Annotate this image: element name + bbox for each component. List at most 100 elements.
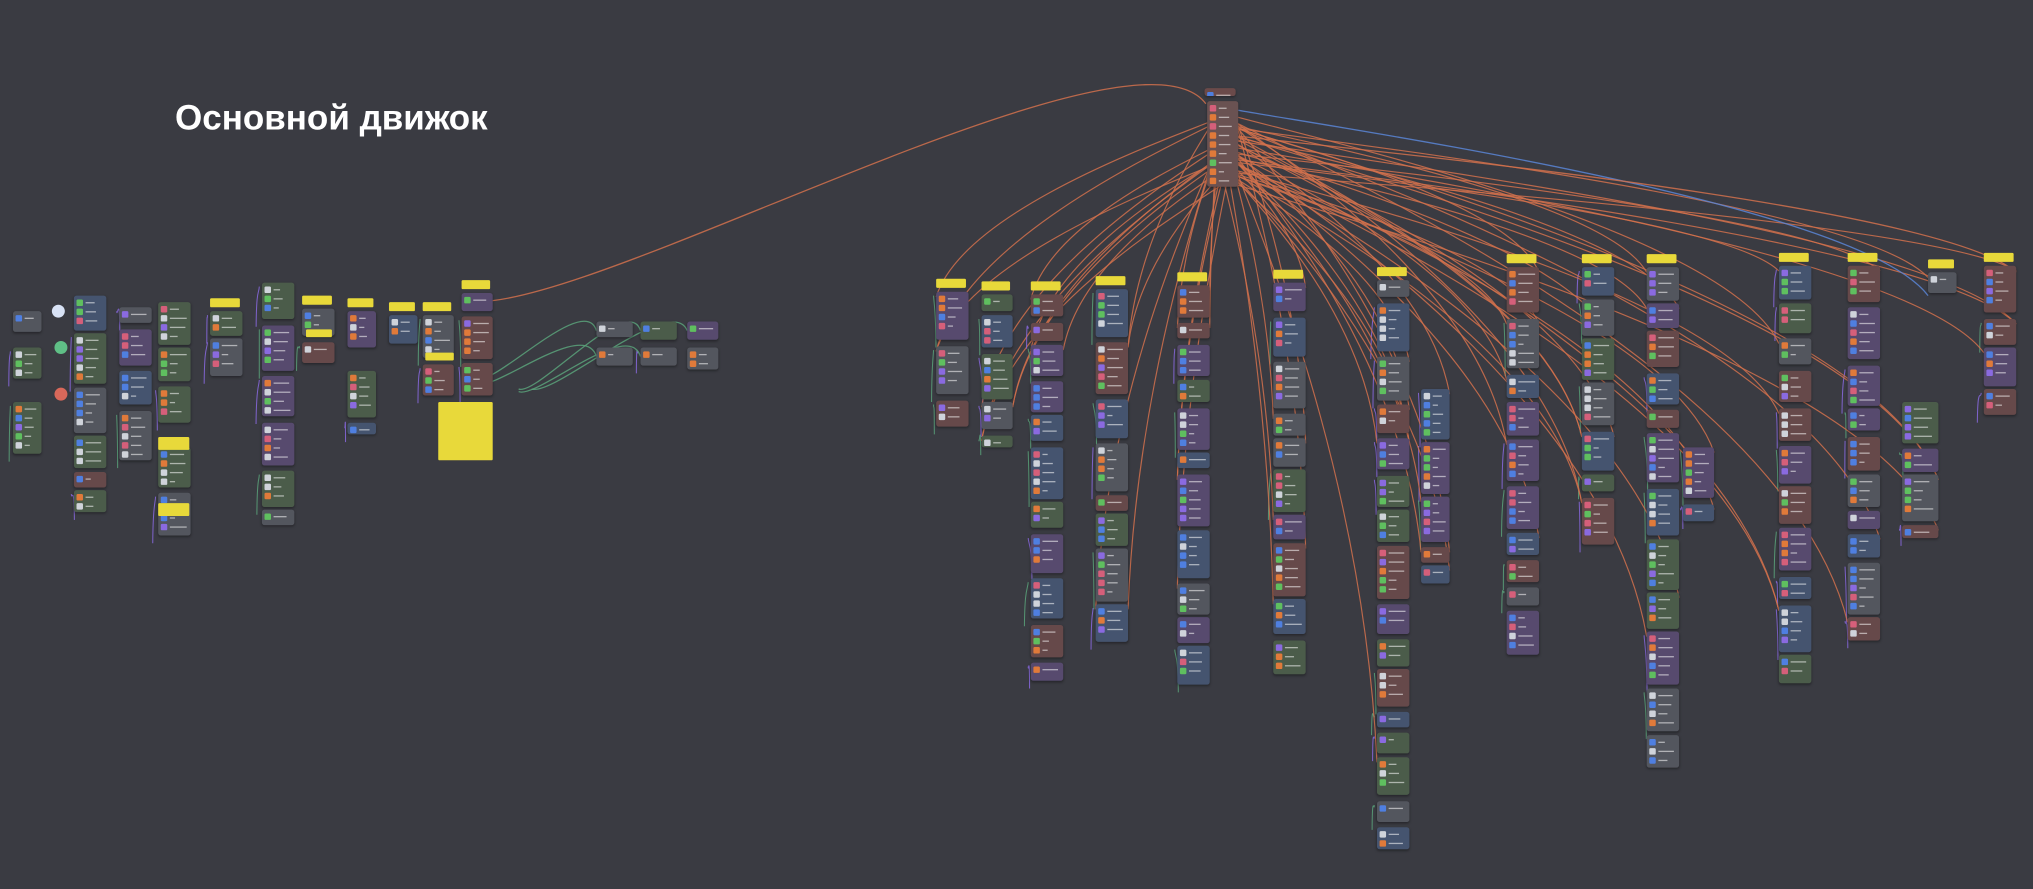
graph-node[interactable] <box>1847 436 1881 471</box>
sticky-note[interactable] <box>425 352 454 361</box>
graph-node[interactable] <box>261 509 295 526</box>
sticky-note[interactable] <box>1847 252 1878 262</box>
graph-node[interactable] <box>1273 640 1306 675</box>
graph-node[interactable] <box>1983 318 2017 345</box>
graph-node[interactable] <box>1506 560 1540 583</box>
reroute-node[interactable] <box>54 387 68 401</box>
graph-node[interactable] <box>1902 474 1939 522</box>
graph-node[interactable] <box>119 329 152 366</box>
graph-node[interactable] <box>1177 322 1210 339</box>
graph-node[interactable] <box>1646 330 1680 367</box>
graph-node[interactable] <box>119 411 152 461</box>
graph-node[interactable] <box>119 307 152 323</box>
sticky-note[interactable] <box>305 329 332 338</box>
graph-node[interactable] <box>981 294 1013 312</box>
graph-node[interactable] <box>1646 409 1680 428</box>
graph-node[interactable] <box>1421 388 1450 440</box>
reroute-node[interactable] <box>54 341 68 354</box>
graph-node[interactable] <box>73 387 107 434</box>
graph-node[interactable] <box>1581 474 1615 492</box>
graph-node[interactable] <box>1928 272 1957 294</box>
graph-node[interactable] <box>1207 101 1239 187</box>
sticky-note[interactable] <box>1928 259 1954 269</box>
graph-node[interactable] <box>1778 408 1812 441</box>
graph-node[interactable] <box>1506 439 1540 482</box>
graph-node[interactable] <box>1421 547 1450 563</box>
graph-node[interactable] <box>73 295 107 331</box>
graph-node[interactable] <box>1421 442 1450 495</box>
graph-node[interactable] <box>1030 381 1064 413</box>
graph-node[interactable] <box>1421 496 1450 542</box>
graph-node[interactable] <box>1847 307 1881 360</box>
graph-node[interactable] <box>1646 631 1680 685</box>
graph-node[interactable] <box>1983 347 2017 387</box>
graph-node[interactable] <box>1095 342 1129 395</box>
graph-node[interactable] <box>1778 576 1812 600</box>
graph-node[interactable] <box>1177 530 1210 579</box>
graph-node[interactable] <box>1273 438 1306 467</box>
graph-node[interactable] <box>1030 624 1064 658</box>
graph-node[interactable] <box>1030 344 1064 377</box>
graph-node[interactable] <box>1030 414 1064 441</box>
graph-node[interactable] <box>1177 408 1210 450</box>
graph-node[interactable] <box>1581 431 1615 471</box>
graph-node[interactable] <box>1646 267 1680 301</box>
graph-node[interactable] <box>12 311 42 332</box>
graph-node[interactable] <box>261 376 295 417</box>
graph-node[interactable] <box>1847 474 1881 507</box>
graph-node[interactable] <box>1376 404 1410 434</box>
graph-node[interactable] <box>1177 452 1210 469</box>
graph-node[interactable] <box>73 490 107 513</box>
graph-node[interactable] <box>422 315 454 358</box>
graph-node[interactable] <box>1376 509 1410 542</box>
graph-node[interactable] <box>1177 285 1210 318</box>
graph-node[interactable] <box>1273 469 1306 513</box>
graph-node[interactable] <box>981 353 1013 400</box>
graph-node[interactable] <box>1506 532 1540 555</box>
sticky-note[interactable] <box>1646 254 1677 264</box>
graph-node[interactable] <box>1506 318 1540 369</box>
graph-node[interactable] <box>73 333 107 384</box>
sticky-note[interactable] <box>158 503 190 517</box>
graph-node[interactable] <box>261 470 295 507</box>
sticky-note[interactable] <box>936 278 966 288</box>
graph-node[interactable] <box>73 435 107 469</box>
graph-node[interactable] <box>1778 370 1812 402</box>
sticky-note[interactable] <box>210 298 240 308</box>
graph-node[interactable] <box>1376 801 1410 823</box>
graph-node[interactable] <box>1682 504 1715 522</box>
graph-node[interactable] <box>1273 317 1306 357</box>
graph-node[interactable] <box>640 321 677 340</box>
graph-node[interactable] <box>1376 757 1410 795</box>
graph-node[interactable] <box>1506 401 1540 436</box>
graph-node[interactable] <box>261 422 295 466</box>
graph-node[interactable] <box>687 347 719 370</box>
graph-node[interactable] <box>596 321 633 338</box>
graph-node[interactable] <box>1847 562 1881 615</box>
reroute-node[interactable] <box>51 304 65 318</box>
graph-node[interactable] <box>1095 495 1129 511</box>
graph-node[interactable] <box>261 325 295 371</box>
graph-node[interactable] <box>1177 379 1210 402</box>
graph-node[interactable] <box>119 370 152 405</box>
graph-node[interactable] <box>1902 448 1939 472</box>
graph-node[interactable] <box>1847 617 1881 641</box>
graph-node[interactable] <box>158 386 191 423</box>
graph-node[interactable] <box>1030 534 1064 574</box>
sticky-note[interactable] <box>388 302 415 312</box>
graph-node[interactable] <box>347 370 377 418</box>
graph-node[interactable] <box>1646 539 1680 590</box>
graph-node[interactable] <box>640 347 677 366</box>
graph-node[interactable] <box>1376 475 1410 507</box>
sticky-note[interactable] <box>1506 254 1537 264</box>
sticky-note[interactable] <box>1030 281 1061 291</box>
sticky-note[interactable] <box>302 295 332 305</box>
graph-node[interactable] <box>1778 446 1812 484</box>
graph-node[interactable] <box>1030 322 1064 342</box>
graph-node[interactable] <box>1095 289 1129 338</box>
sticky-note[interactable] <box>1983 252 2014 262</box>
graph-node[interactable] <box>1030 294 1064 317</box>
graph-node[interactable] <box>981 435 1013 448</box>
graph-node[interactable] <box>1847 365 1881 406</box>
graph-node[interactable] <box>158 302 191 345</box>
